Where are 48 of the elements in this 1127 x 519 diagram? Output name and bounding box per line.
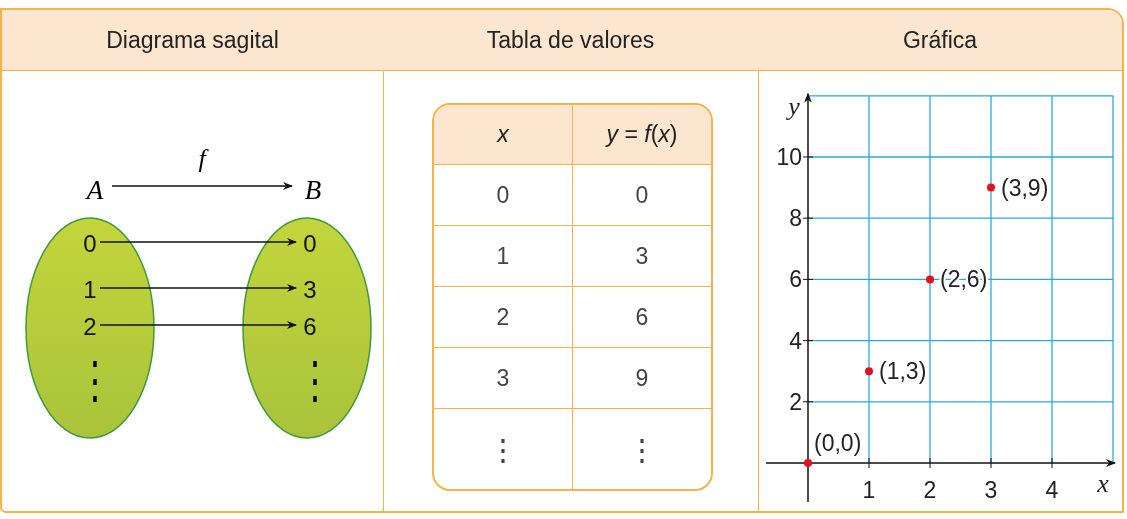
edge-label: f (187, 144, 217, 174)
ellipse-shape (242, 217, 372, 439)
set-element: 0 (80, 230, 100, 258)
set-element: 2 (80, 313, 100, 341)
table-cell: 3 (573, 226, 711, 287)
point-label: (3,9) (1001, 174, 1049, 201)
set-element: 3 (300, 276, 320, 304)
arrow (99, 284, 297, 292)
point-label: (0,0) (814, 430, 862, 456)
panel-heading: Gráfica (758, 10, 1122, 71)
tick-label: 4 (1045, 477, 1059, 503)
set-element: 6 (300, 313, 320, 341)
panel (758, 8, 1124, 513)
table-cell: 9 (573, 348, 711, 409)
ellipse-shape (25, 217, 155, 439)
set-name: B (296, 174, 330, 206)
vertical-dots: ⋮ (78, 350, 98, 411)
panel-heading: Tabla de valores (383, 10, 758, 71)
set-element: 0 (300, 230, 320, 258)
tick-label: 2 (923, 477, 937, 503)
axis-label: y (788, 92, 800, 121)
set-element: 1 (80, 276, 100, 304)
table-cell: ⋮ (434, 409, 573, 489)
tick-label: 1 (862, 477, 876, 503)
panel (0, 8, 384, 513)
arrow (99, 321, 297, 329)
tick-label: 4 (789, 327, 802, 354)
table-cell: 1 (434, 226, 573, 287)
vertical-dots: ⋮ (298, 350, 318, 411)
tick-label: 2 (789, 388, 802, 415)
table-cell: x (434, 105, 573, 165)
table-cell: 6 (573, 287, 711, 348)
set-name: A (78, 174, 112, 206)
table-cell-text: ⋮ (626, 431, 658, 468)
table-cell: 0 (434, 165, 573, 226)
table-cell: 3 (434, 348, 573, 409)
point-label: (1,3) (879, 358, 927, 385)
arrow (99, 238, 297, 246)
table-cell: 0 (573, 165, 711, 226)
axis-label: x (1097, 469, 1109, 498)
tick-label: 6 (789, 266, 802, 293)
table-cell: y = f(x) (573, 105, 711, 165)
arrow (111, 182, 293, 190)
tick-label: 8 (789, 205, 802, 232)
panel-heading: Diagrama sagital (2, 10, 383, 71)
tick-label: 10 (776, 144, 802, 170)
table-cell: 2 (434, 287, 573, 348)
tick-label: 3 (984, 477, 998, 503)
